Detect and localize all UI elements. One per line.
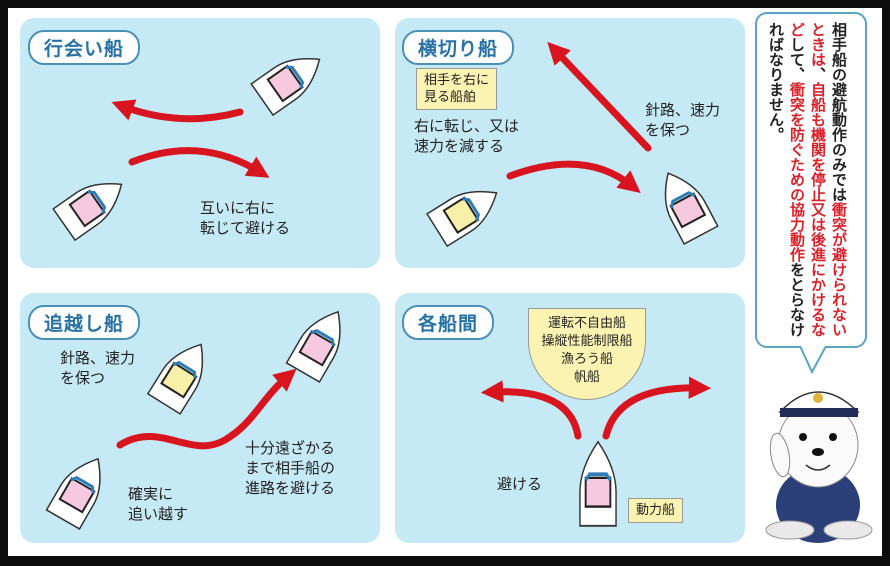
arrow-between-right: [602, 376, 712, 440]
caption-overtaking-stand-on: 針路、速力 を保つ: [60, 349, 136, 387]
title-head-on: 行会い船: [28, 30, 141, 65]
note-text: 相手船の避航動作のみでは: [830, 22, 848, 202]
caption-crossing-give-way: 右に転じ、又は 速力を減する: [414, 117, 520, 155]
title-crossing: 横切り船: [402, 30, 515, 65]
caption-give-way-action: 避ける: [497, 475, 543, 493]
caption-head-on: 互いに右に 転じて避ける: [200, 199, 291, 237]
caption-overtake: 確実に 追い越す: [128, 485, 189, 523]
note-text: して、: [788, 37, 806, 82]
label-give-way-vessel: 相手を右に 見る船舶: [416, 68, 498, 110]
arrow-head-on-left: [111, 99, 244, 123]
caption-crossing-stand-on: 針路、速力 を保つ: [645, 101, 721, 139]
note-text: をとらなければなりません。: [767, 22, 806, 337]
priority-vessel-list: 運転不自由船 操縦性能制限船 漁ろう船 帆船: [528, 308, 646, 400]
arrow-crossing-stand-on: [547, 41, 652, 152]
title-overtaking: 追越し船: [28, 305, 141, 340]
arrow-head-on-right: [128, 147, 270, 178]
note-emphasis: 自船も機関を停止又は後進にかけるなど: [788, 22, 827, 337]
note-emphasis: 衝突が避けられないときは: [809, 22, 848, 337]
label-power-driven-vessel: 動力船: [628, 498, 684, 523]
caption-keep-clear: 十分遠ざかる まで相手船の 進路を避ける: [245, 439, 336, 497]
collision-avoidance-note: 相手船の避航動作のみでは衝突が避けられないときは、自船も機関を停止又は後進にかけ…: [765, 22, 849, 342]
mascot-illustration: [765, 391, 873, 543]
arrow-crossing-give-way: [506, 160, 641, 194]
arrow-overtaking: [116, 368, 297, 450]
speech-bubble: [755, 12, 867, 348]
note-text: 、: [809, 67, 827, 82]
arrow-between-left: [480, 380, 582, 440]
note-emphasis: 衝突を防ぐための協力動作: [788, 82, 806, 262]
title-between-vessels: 各船間: [402, 305, 495, 340]
